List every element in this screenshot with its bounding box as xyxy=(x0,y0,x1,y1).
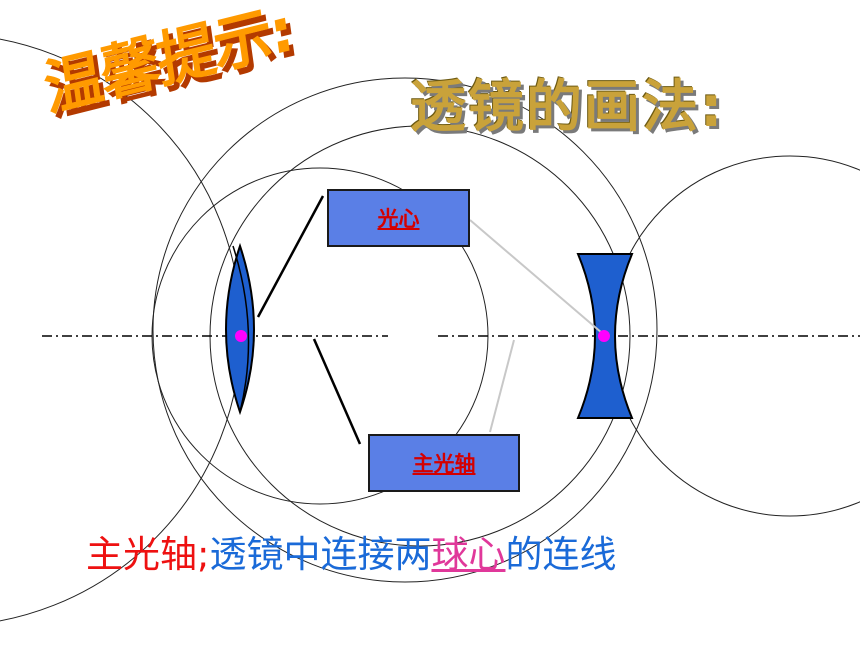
warm-tip-title: 温馨提示: 温馨提示: xyxy=(38,0,368,232)
leader-line-optical-center xyxy=(256,195,325,318)
optical-center-dot-concave xyxy=(598,330,610,342)
optical-center-label[interactable]: 光心 xyxy=(327,189,470,247)
caption-text-part1: 透镜中连接两 xyxy=(209,533,432,576)
principal-axis-label-text: 主光轴 xyxy=(412,453,476,476)
pointer-line-concave-axis xyxy=(489,339,515,433)
optical-center-label-text: 光心 xyxy=(377,208,420,231)
caption-term: 主光轴; xyxy=(86,533,210,576)
convex-lens-outline-arc xyxy=(232,245,250,413)
pointer-line-concave-center xyxy=(469,219,603,334)
caption-text-part2: 的连线 xyxy=(505,533,617,576)
principal-axis-label[interactable]: 主光轴 xyxy=(368,434,520,492)
leader-line-principal-axis xyxy=(312,338,362,445)
definition-caption: 主光轴;透镜中连接两球心的连线 xyxy=(86,524,616,578)
sphere-circle-convex-right xyxy=(152,77,658,583)
optical-center-dot-convex xyxy=(235,330,247,342)
lens-drawing-title: 透镜的画法: xyxy=(410,75,725,140)
caption-highlight[interactable]: 球心 xyxy=(431,533,506,576)
